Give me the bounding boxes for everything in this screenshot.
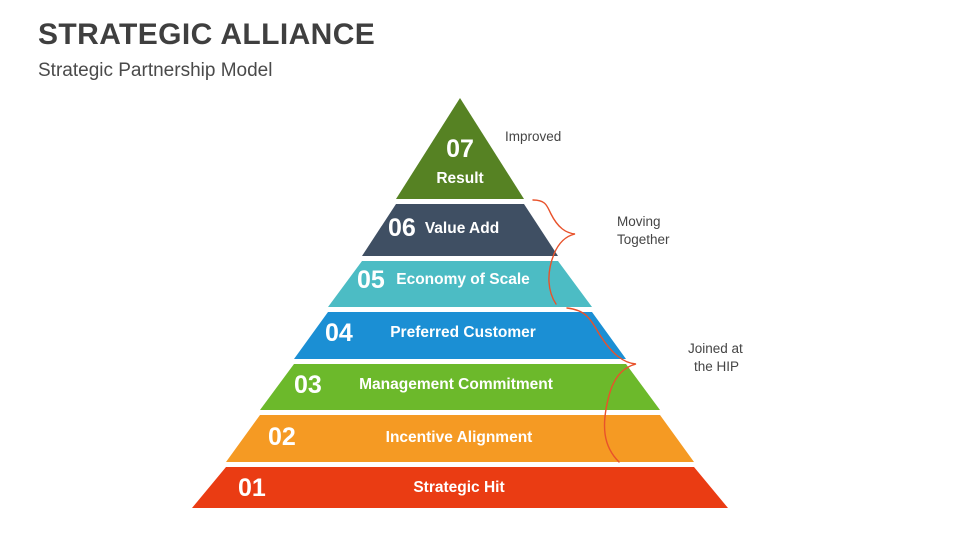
brace-moving-together: [532, 199, 576, 305]
annotation-improved-label: Improved: [505, 129, 561, 144]
page-subtitle: Strategic Partnership Model: [38, 60, 273, 81]
annotation-joined-at-the-hip-line2: the HIP: [694, 359, 739, 374]
annotation-moving-together-line1: Moving: [617, 214, 661, 229]
tier-03-number: 03: [294, 371, 322, 399]
tier-05-number: 05: [357, 266, 385, 294]
tier-02-number: 02: [268, 423, 296, 451]
brace-joined-at-the-hip: [566, 307, 637, 463]
pyramid-tier-01[interactable]: 01 Strategic Hit: [192, 467, 728, 508]
annotation-moving-together-line2: Together: [617, 232, 670, 247]
annotation-improved: Improved: [505, 129, 561, 144]
pyramid-tier-04[interactable]: 04 Preferred Customer: [294, 312, 626, 359]
annotation-joined-at-the-hip: Joined at the HIP: [566, 307, 743, 463]
tier-06-number: 06: [388, 214, 416, 242]
tier-02-shape[interactable]: [226, 415, 694, 462]
tier-06-label: Value Add: [425, 220, 499, 237]
tier-01-label: Strategic Hit: [413, 479, 504, 496]
pyramid-tier-02[interactable]: 02 Incentive Alignment: [226, 415, 694, 462]
tier-03-label: Management Commitment: [359, 376, 553, 393]
pyramid-tier-05[interactable]: 05 Economy of Scale: [328, 261, 592, 307]
annotation-moving-together: Moving Together: [532, 199, 670, 305]
tier-01-number: 01: [238, 474, 266, 502]
tier-07-number: 07: [446, 135, 474, 163]
tier-07-label: Result: [436, 170, 483, 187]
tier-04-number: 04: [325, 319, 353, 347]
tier-01-shape[interactable]: [192, 467, 728, 508]
tier-04-shape[interactable]: [294, 312, 626, 359]
tier-06-shape[interactable]: [362, 204, 558, 256]
tier-07-shape[interactable]: [396, 98, 524, 199]
pyramid-tier-06[interactable]: 06 Value Add: [362, 204, 558, 256]
tier-05-shape[interactable]: [328, 261, 592, 307]
pyramid-tier-03[interactable]: 03 Management Commitment: [260, 364, 660, 410]
tier-04-label: Preferred Customer: [390, 324, 536, 341]
pyramid-tier-07[interactable]: 07 Result: [396, 98, 524, 199]
page-title: STRATEGIC ALLIANCE: [38, 18, 376, 51]
tier-03-shape[interactable]: [260, 364, 660, 410]
tier-05-label: Economy of Scale: [396, 271, 530, 288]
header: STRATEGIC ALLIANCE Strategic Partnership…: [38, 18, 638, 82]
annotation-joined-at-the-hip-line1: Joined at: [688, 341, 743, 356]
tier-02-label: Incentive Alignment: [386, 429, 533, 446]
